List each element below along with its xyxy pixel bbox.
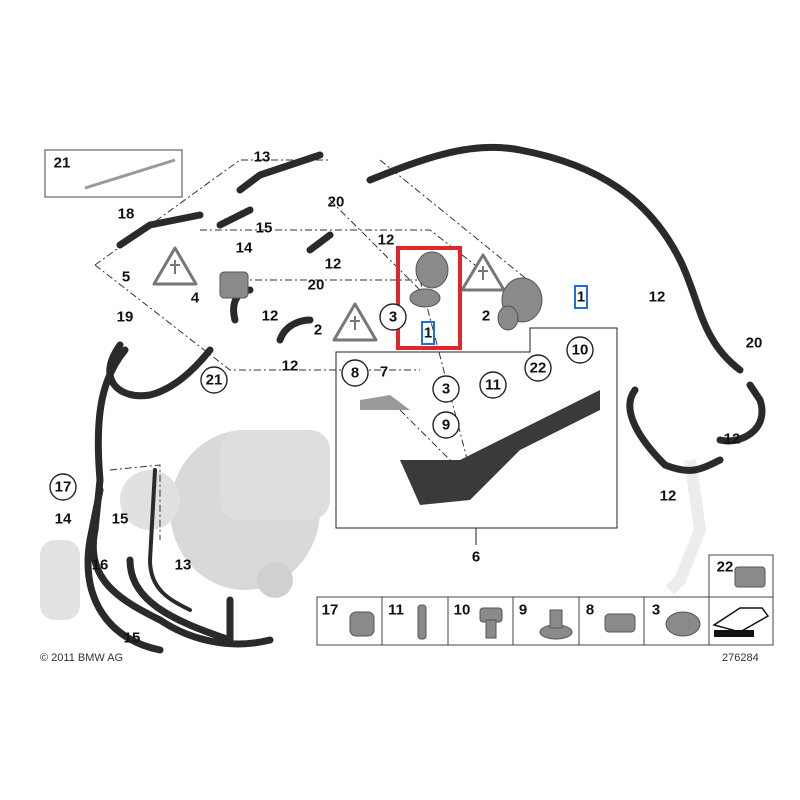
- callout-22[interactable]: 22: [530, 360, 547, 377]
- small-parts-table: 17 11 10 9 8 3 22: [316, 554, 774, 646]
- callout-12[interactable]: 12: [649, 289, 666, 306]
- turbocharger-illustration: [40, 430, 707, 620]
- callout-20[interactable]: 20: [328, 194, 345, 211]
- callout-1-highlighted[interactable]: 1: [424, 325, 432, 342]
- electrical-warning-icon: [460, 253, 506, 292]
- callout-21[interactable]: 21: [206, 372, 223, 389]
- callout-7[interactable]: 7: [380, 364, 388, 381]
- pressure-converter-4: [219, 271, 249, 299]
- clip-22-icon: [734, 566, 766, 588]
- electrical-warning-icon: [332, 302, 378, 342]
- callout-2[interactable]: 2: [482, 308, 490, 325]
- hoses: [84, 143, 766, 654]
- arrow-icon: [712, 607, 770, 637]
- bracket-7-illustration: [360, 395, 410, 410]
- callout-15[interactable]: 15: [256, 220, 273, 237]
- callout-12[interactable]: 12: [378, 232, 395, 249]
- callout-9[interactable]: 9: [442, 417, 450, 434]
- callout-2[interactable]: 2: [314, 322, 322, 339]
- callout-18[interactable]: 18: [118, 206, 135, 223]
- callout-1[interactable]: 1: [577, 289, 585, 306]
- callout-19[interactable]: 19: [117, 309, 134, 326]
- copyright-text: © 2011 BMW AG: [40, 652, 123, 664]
- callout-20[interactable]: 20: [746, 335, 763, 352]
- valve-1-second: [497, 277, 543, 331]
- callout-14[interactable]: 14: [236, 240, 253, 257]
- screw-11-icon: [417, 604, 427, 640]
- callout-12[interactable]: 12: [660, 488, 677, 505]
- callout-12[interactable]: 12: [262, 308, 279, 325]
- callout-15[interactable]: 15: [112, 511, 129, 528]
- clip-17-icon: [349, 611, 375, 637]
- callout-15[interactable]: 15: [124, 630, 141, 647]
- callout-5[interactable]: 5: [122, 269, 130, 286]
- nut-3-icon: [665, 611, 701, 637]
- diagram-number: 276284: [722, 652, 759, 664]
- electrical-warning-icon: [152, 246, 198, 286]
- cable-tie-21-icon: [84, 158, 176, 190]
- part-cell-22[interactable]: 22: [717, 559, 734, 576]
- part-cell-10[interactable]: 10: [454, 602, 471, 619]
- part-cell-8[interactable]: 8: [586, 602, 594, 619]
- part-cell-11[interactable]: 11: [388, 602, 404, 619]
- callout-17[interactable]: 17: [55, 479, 72, 496]
- callout-12[interactable]: 12: [724, 431, 741, 448]
- callout-4[interactable]: 4: [191, 290, 200, 307]
- part-box-21: [44, 149, 183, 198]
- callouts: 13 18 15 14 20 12 12 5 4 20 12 2 2 12 12…: [55, 149, 763, 647]
- callout-11[interactable]: 11: [485, 377, 501, 394]
- bracket-illustration: [400, 390, 600, 505]
- callout-13[interactable]: 13: [175, 557, 192, 574]
- callout-8[interactable]: 8: [351, 365, 359, 382]
- part-cell-3[interactable]: 3: [652, 602, 660, 619]
- part-cell-9[interactable]: 9: [519, 602, 527, 619]
- callout-16[interactable]: 16: [92, 557, 109, 574]
- valve-1-highlighted: [409, 251, 449, 308]
- highlight-box: [396, 246, 462, 350]
- clip-8-icon: [604, 613, 636, 633]
- circled-callouts: 3 21 8 3 11 22 10 9 17: [49, 303, 594, 501]
- part-group-box-6: [335, 327, 618, 529]
- callout-6[interactable]: 6: [472, 549, 480, 566]
- callout-3[interactable]: 3: [389, 309, 397, 326]
- callout-20[interactable]: 20: [308, 277, 325, 294]
- callout-12[interactable]: 12: [325, 256, 342, 273]
- callout-12[interactable]: 12: [282, 358, 299, 375]
- callout-13[interactable]: 13: [254, 149, 271, 166]
- callout-3[interactable]: 3: [442, 381, 450, 398]
- callout-21-box[interactable]: 21: [54, 155, 71, 172]
- callout-10[interactable]: 10: [572, 342, 589, 359]
- callout-14[interactable]: 14: [55, 511, 72, 528]
- part-cell-17[interactable]: 17: [322, 602, 339, 619]
